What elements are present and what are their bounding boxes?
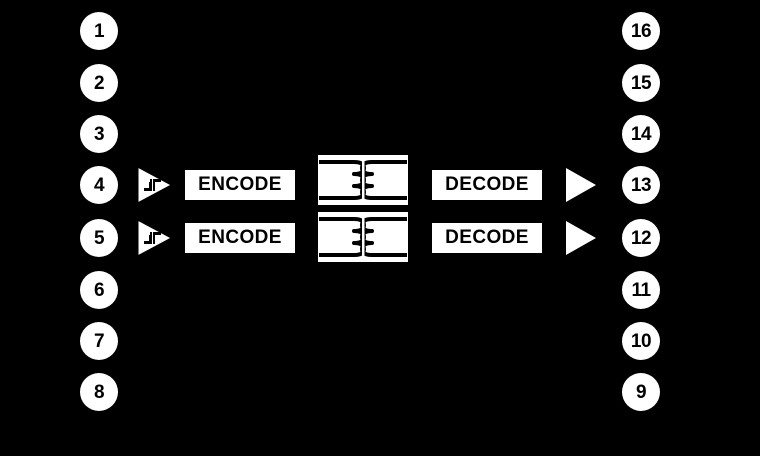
pin-number-label: 5 — [93, 227, 105, 249]
pin-number-label: 7 — [93, 330, 105, 352]
pin-circle-right-16[interactable]: 16 — [622, 12, 660, 50]
isolation-transformer-icon-channel-a[interactable] — [318, 155, 408, 205]
pin-number-label: 14 — [630, 123, 652, 145]
schmitt-trigger-icon-channel-a[interactable] — [135, 166, 173, 204]
isolation-transformer-icon-channel-b[interactable] — [318, 212, 408, 262]
decode-block-channel-b[interactable]: DECODE — [432, 223, 542, 253]
pin-number-label: 15 — [630, 72, 652, 94]
pin-number-label: 11 — [631, 279, 651, 301]
pin-number-label: 13 — [630, 174, 652, 196]
pin-circle-right-12[interactable]: 12 — [622, 219, 660, 257]
pin-circle-left-6[interactable]: 6 — [80, 271, 118, 309]
pin-number-label: 4 — [93, 174, 105, 196]
pin-number-label: 16 — [630, 20, 652, 42]
pin-number-label: 9 — [635, 381, 647, 403]
pin-number-label: 8 — [93, 381, 105, 403]
pin-circle-left-5[interactable]: 5 — [80, 219, 118, 257]
pin-circle-right-10[interactable]: 10 — [622, 322, 660, 360]
encode-block-channel-a[interactable]: ENCODE — [185, 170, 295, 200]
pin-number-label: 2 — [93, 72, 105, 94]
pin-circle-right-14[interactable]: 14 — [622, 115, 660, 153]
encode-block-channel-b[interactable]: ENCODE — [185, 223, 295, 253]
schmitt-trigger-icon-channel-b[interactable] — [135, 219, 173, 257]
output-buffer-triangle-icon-channel-b[interactable] — [564, 219, 598, 257]
encode-block-label: ENCODE — [198, 174, 282, 195]
pin-number-label: 1 — [93, 20, 105, 42]
pin-circle-left-7[interactable]: 7 — [80, 322, 118, 360]
pin-number-label: 6 — [93, 279, 105, 301]
pin-circle-right-15[interactable]: 15 — [622, 64, 660, 102]
pin-circle-right-11[interactable]: 11 — [622, 271, 660, 309]
pin-circle-right-13[interactable]: 13 — [622, 166, 660, 204]
pin-circle-left-2[interactable]: 2 — [80, 64, 118, 102]
pin-circle-left-8[interactable]: 8 — [80, 373, 118, 411]
decode-block-label: DECODE — [445, 174, 529, 195]
pin-number-label: 3 — [93, 123, 105, 145]
pin-number-label: 10 — [630, 330, 652, 352]
output-buffer-triangle-icon-channel-a[interactable] — [564, 166, 598, 204]
encode-block-label: ENCODE — [198, 227, 282, 248]
pin-circle-left-4[interactable]: 4 — [80, 166, 118, 204]
pin-circle-left-1[interactable]: 1 — [80, 12, 118, 50]
pin-number-label: 12 — [630, 227, 652, 249]
pin-circle-left-3[interactable]: 3 — [80, 115, 118, 153]
decode-block-label: DECODE — [445, 227, 529, 248]
pin-circle-right-9[interactable]: 9 — [622, 373, 660, 411]
decode-block-channel-a[interactable]: DECODE — [432, 170, 542, 200]
